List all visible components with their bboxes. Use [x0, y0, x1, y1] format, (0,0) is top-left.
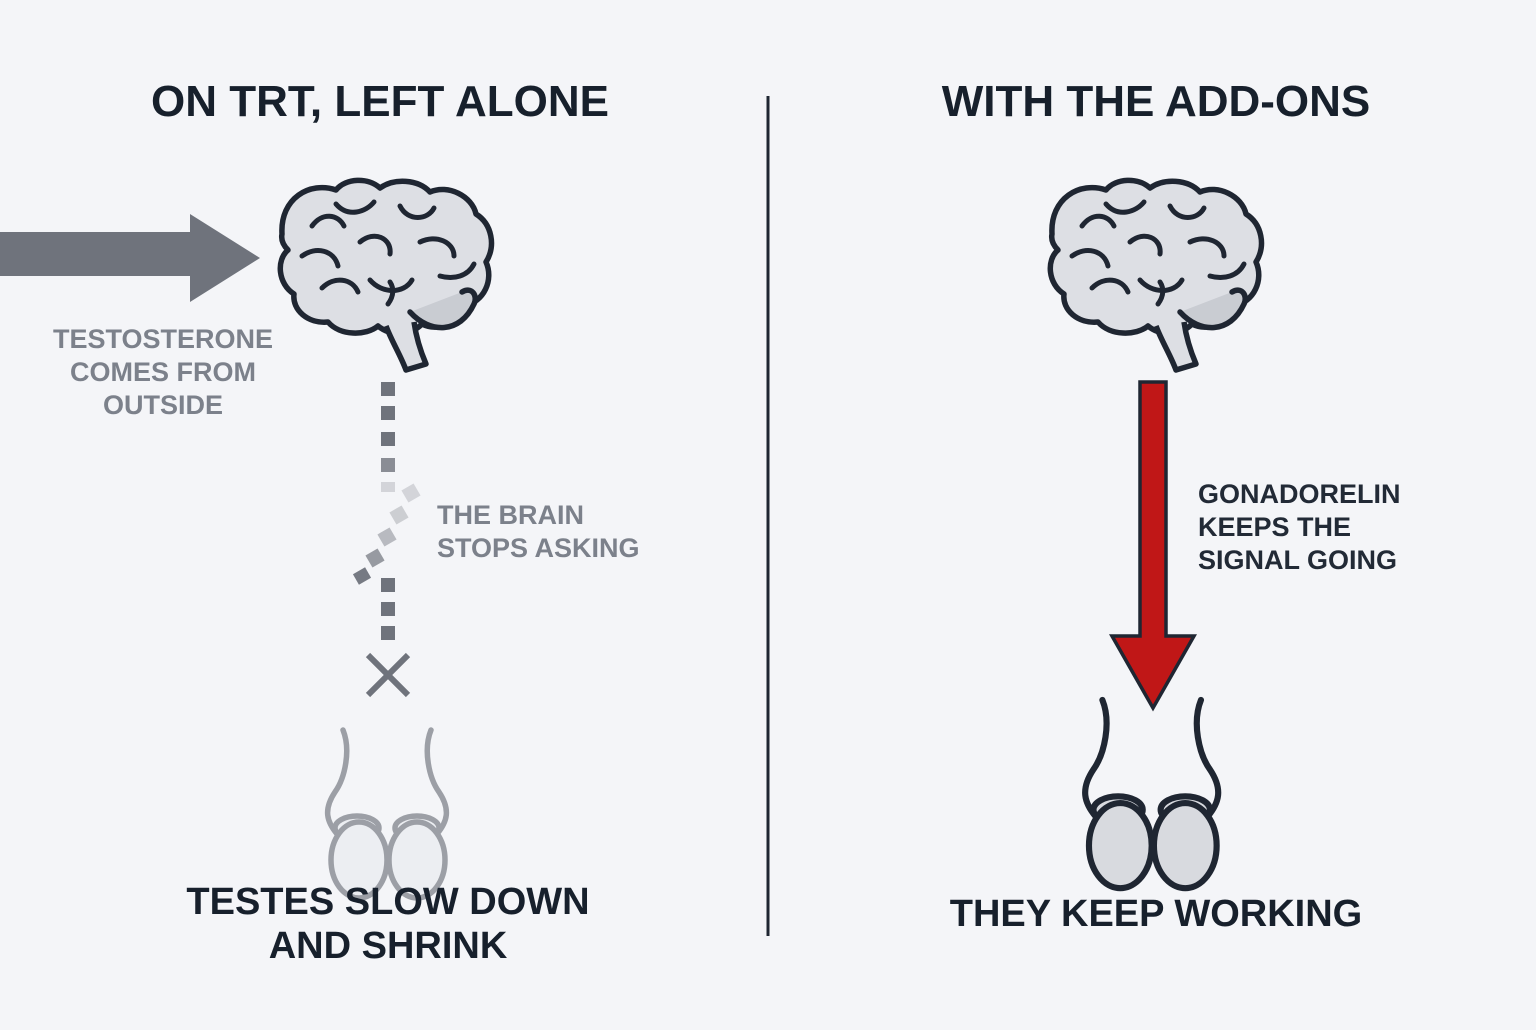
right-signal-note-line: KEEPS THE — [1198, 512, 1352, 542]
left-signal-note-line: STOPS ASKING — [437, 533, 640, 563]
testes-icon — [1085, 700, 1218, 888]
brain-icon — [280, 180, 491, 370]
left-panel-caption: TESTES SLOW DOWN AND SHRINK — [110, 880, 666, 968]
left-caption-line: AND SHRINK — [268, 925, 508, 967]
signal-dashed-line — [352, 382, 421, 640]
left-panel-title: ON TRT, LEFT ALONE — [151, 77, 609, 126]
right-signal-note: GONADORELIN KEEPS THE SIGNAL GOING — [1198, 478, 1488, 577]
input-note-line: COMES FROM — [70, 357, 256, 387]
right-caption-line: THEY KEEP WORKING — [949, 893, 1363, 935]
input-note-line: TESTOSTERONE — [52, 324, 274, 354]
right-panel-caption: THEY KEEP WORKING — [876, 892, 1436, 936]
brain-icon — [1050, 180, 1261, 370]
x-mark-icon — [365, 652, 411, 698]
left-signal-note-line: THE BRAIN — [437, 500, 584, 530]
left-signal-note: THE BRAIN STOPS ASKING — [437, 499, 697, 565]
right-panel-title: WITH THE ADD-ONS — [941, 77, 1371, 126]
input-note: TESTOSTERONE COMES FROM OUTSIDE — [30, 323, 296, 422]
arrow-down-icon — [1108, 380, 1198, 712]
arrow-right-icon — [0, 214, 260, 302]
right-signal-note-line: GONADORELIN — [1198, 479, 1401, 509]
input-note-line: OUTSIDE — [102, 390, 223, 420]
testes-icon — [328, 730, 447, 898]
right-signal-note-line: SIGNAL GOING — [1198, 545, 1398, 575]
left-caption-line: TESTES SLOW DOWN — [186, 881, 590, 923]
